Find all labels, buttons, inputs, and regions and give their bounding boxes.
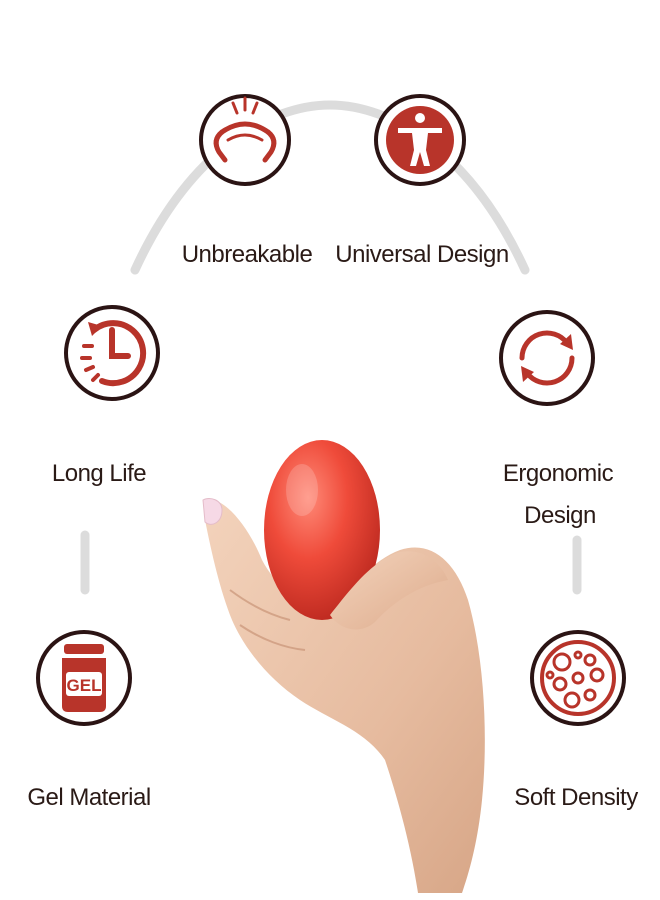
feature-ergonomic-design [499, 310, 595, 406]
feature-unbreakable [199, 94, 291, 186]
feature-gel-material: GEL [36, 630, 132, 726]
label-ergonomic-line2: Design [524, 502, 596, 529]
feature-soft-density [530, 630, 626, 726]
gel-jar-icon: GEL [62, 644, 106, 712]
clock-history-icon [80, 320, 147, 387]
ball-highlight [286, 464, 318, 516]
forearm [205, 499, 485, 893]
label-ergonomic-line1: Ergonomic [502, 460, 614, 487]
feature-long-life [64, 305, 160, 401]
fingers-shadow [229, 589, 306, 651]
label-universal-design: Universal Design [335, 241, 509, 268]
accessibility-person-icon [398, 113, 442, 166]
label-gel-material: Gel Material [27, 784, 151, 811]
gel-jar-text: GEL [67, 676, 102, 695]
hand-holding-ball-image [202, 440, 485, 893]
label-soft-density: Soft Density [514, 784, 638, 811]
label-long-life: Long Life [51, 460, 147, 487]
rotate-arrows-icon [519, 330, 575, 386]
fingernail [202, 497, 223, 525]
bubbles-icon [545, 650, 605, 709]
connector-arc [80, 100, 582, 595]
stretch-band-icon [213, 96, 277, 163]
label-unbreakable: Unbreakable [181, 241, 313, 268]
thumb [330, 551, 448, 630]
gel-ball [264, 440, 380, 620]
feature-universal-design [374, 94, 466, 186]
